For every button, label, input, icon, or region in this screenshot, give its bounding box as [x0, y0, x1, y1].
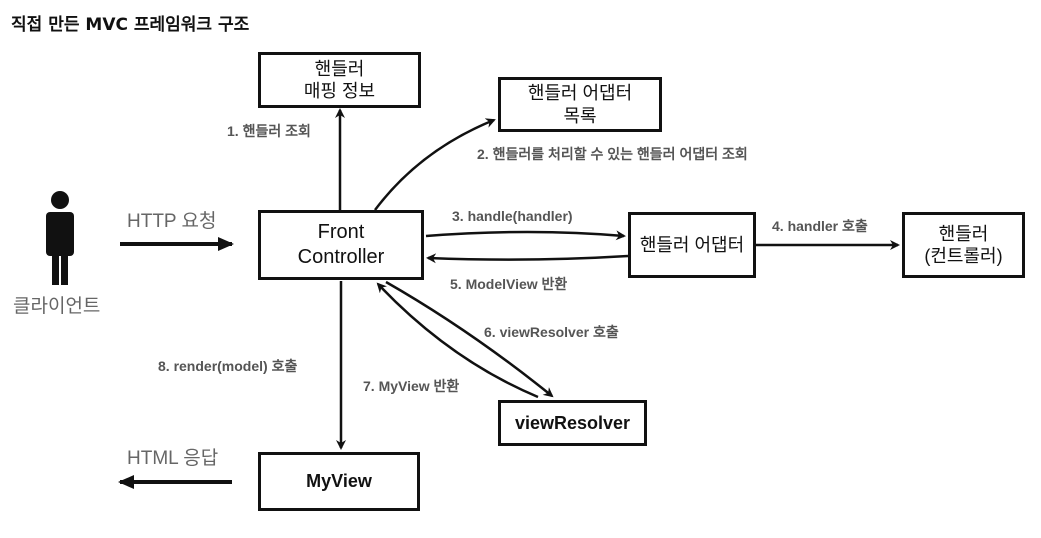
client-label: 클라이언트: [13, 296, 101, 317]
step5-label: 5. ModelView 반환: [450, 276, 568, 292]
view-resolver-box: viewResolver: [498, 400, 647, 446]
step3-label: 3. handle(handler): [452, 208, 573, 224]
http-request-label: HTTP 요청: [127, 211, 217, 232]
step1-label: 1. 핸들러 조회: [227, 123, 311, 139]
step2-label: 2. 핸들러를 처리할 수 있는 핸들러 어댑터 조회: [477, 146, 748, 162]
person-icon: [46, 191, 74, 285]
handler-box: 핸들러(컨트롤러): [902, 212, 1025, 278]
step8-label: 8. render(model) 호출: [158, 358, 298, 374]
handler-adapter-label: 핸들러 어댑터: [639, 234, 745, 255]
front-controller-line1: Front: [317, 221, 365, 243]
step7-arrow: [376, 282, 539, 399]
html-response-label: HTML 응답: [127, 448, 219, 469]
step6-arrow: [385, 280, 554, 398]
step6-label: 6. viewResolver 호출: [484, 324, 619, 340]
my-view-box: MyView: [258, 452, 420, 511]
handler-mapping-line1: 핸들러: [314, 58, 365, 79]
adapter-list-line1: 핸들러 어댑터: [527, 83, 633, 103]
step2-arrow: [374, 118, 496, 211]
handler-adapter-box: 핸들러 어댑터: [628, 212, 756, 278]
handler-line1: 핸들러: [938, 223, 989, 244]
step5-arrow: [426, 253, 629, 264]
handler-mapping-line2: 매핑 정보: [303, 81, 376, 101]
step3-arrow: [425, 230, 626, 241]
front-controller-line2: Controller: [297, 246, 385, 268]
diagram-title: 직접 만든 MVC 프레임워크 구조: [11, 15, 250, 35]
handler-line2: (컨트롤러): [924, 246, 1003, 266]
step4-label: 4. handler 호출: [772, 218, 868, 234]
step7-label: 7. MyView 반환: [363, 378, 460, 394]
adapter-list-line2: 목록: [563, 105, 597, 126]
my-view-label: MyView: [306, 471, 372, 492]
view-resolver-label: viewResolver: [514, 412, 631, 433]
